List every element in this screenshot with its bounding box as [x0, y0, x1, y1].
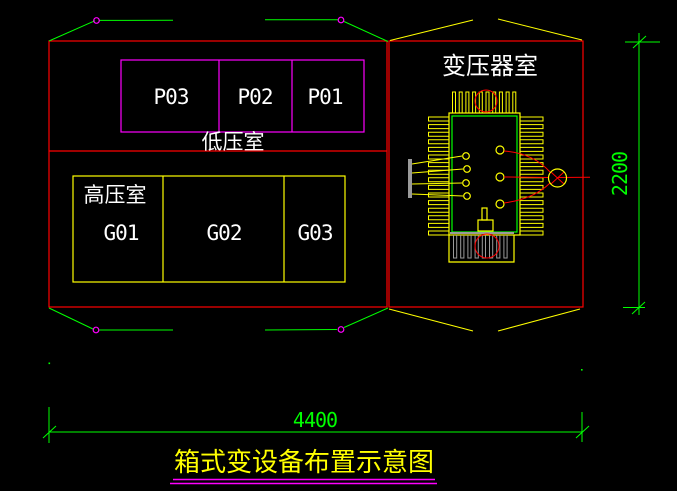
hv-panel-label: G02 — [207, 221, 242, 245]
transformer-roof-left — [389, 19, 474, 41]
lv-terminal-bar — [408, 159, 412, 198]
junction-cross-2 — [550, 171, 565, 185]
roof-line-left-top — [48, 20, 96, 42]
dim-tick — [42, 425, 57, 439]
lv-panel-label: P02 — [238, 85, 273, 109]
transformer-roof-right — [497, 18, 583, 41]
lv-bushings — [462, 152, 471, 200]
transformer-skirt-left — [388, 308, 474, 332]
node-point-right — [581, 369, 583, 371]
hinge-marker-bottom-right — [337, 326, 345, 333]
transformer-tank-outline — [448, 112, 521, 236]
hv-bushings — [495, 145, 505, 209]
lv-panel-row-outline — [120, 59, 365, 133]
dim-tick — [631, 301, 646, 315]
transformer-skirt-right — [497, 308, 581, 332]
wheel-bottom — [474, 233, 500, 259]
hinge-marker-bottom-left — [92, 326, 100, 334]
radiator-fins-top — [452, 91, 517, 113]
transformer-tank-inner — [451, 115, 518, 233]
left-enclosure-outline — [48, 40, 388, 308]
drawing-title: 箱式变设备布置示意图 — [174, 448, 434, 478]
tap-changer-box — [477, 219, 494, 232]
dim-tick — [575, 425, 590, 439]
lv-panel-label: P01 — [308, 85, 343, 109]
transformer-room-label: 变压器室 — [442, 52, 538, 80]
hv-junction-symbol — [547, 168, 568, 188]
skirt-line-left-bottom — [48, 307, 95, 330]
wheel-top — [474, 89, 498, 113]
skirt-line-bottom-seg2 — [264, 329, 338, 331]
lv-panel-label: P03 — [154, 85, 189, 109]
hinge-marker-top-right — [337, 16, 345, 24]
node-point-left — [48, 362, 51, 365]
hv-lead-bottom — [503, 182, 551, 204]
hv-panel-label: G03 — [298, 221, 333, 245]
hv-lead-middle — [503, 176, 550, 178]
roof-line-right-top — [343, 21, 389, 42]
hv-lead-top — [503, 150, 551, 173]
dim-height-value: 2200 — [608, 152, 632, 196]
skirt-line-right-bottom — [343, 307, 389, 328]
radiator-fins-left — [428, 116, 449, 236]
transformer-base-skirt — [448, 235, 515, 263]
hv-panel-label: G01 — [104, 221, 139, 245]
transformer-room-outline — [388, 40, 584, 308]
hv-panel-row-outline — [72, 175, 346, 283]
lv-room-label: 低压室 — [202, 130, 265, 154]
radiator-fins-right — [520, 116, 544, 236]
dim-width-value: 4400 — [293, 408, 337, 432]
tap-changer-stem — [481, 207, 488, 221]
hinge-marker-top-left — [93, 17, 100, 24]
dim-tick — [632, 35, 647, 49]
hv-room-label: 高压室 — [84, 183, 147, 207]
